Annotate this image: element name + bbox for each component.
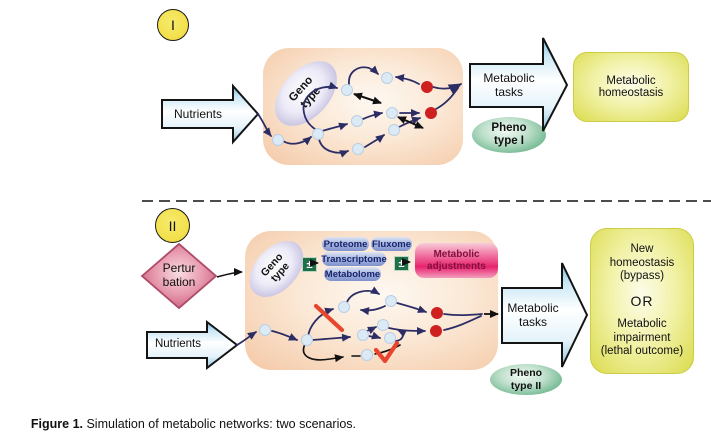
figure-caption-label: Figure 1. (30, 417, 83, 431)
nutrients-label-1: Nutrients (173, 107, 223, 121)
perturbation-label: Pertur bation (162, 261, 196, 290)
outcome-top-text: New homeostasis (bypass) (609, 243, 675, 283)
phenotype-2-ellipse: Pheno type II (490, 364, 562, 395)
nutrients-label-2: Nutrients (154, 338, 202, 350)
metabolic-tasks-label-1: Metabolic tasks (483, 71, 535, 100)
outcome-bottom-text: Metabolic impairment (lethal outcome) (600, 318, 684, 358)
phenotype-1-ellipse: Pheno type I (472, 117, 546, 153)
plus-minus-box-1: ± (302, 257, 317, 272)
figure-caption-text: Simulation of metabolic networks: two sc… (83, 417, 357, 431)
plus-minus-box-2: ± (394, 256, 409, 271)
fluxome-pill: Fluxome (371, 237, 412, 251)
metabolic-homeostasis-box: Metabolic homeostasis (573, 52, 689, 122)
transcriptome-pill: Transcriptome (321, 252, 387, 266)
perturbation-to-genotype-arrow (216, 268, 243, 278)
metabolome-pill: Metabolome (324, 267, 381, 281)
metabolic-tasks-label-2: Metabolic tasks (507, 301, 559, 330)
outcome-or-text: OR (630, 292, 654, 309)
scenario-2-marker: II (155, 208, 190, 243)
figure-caption: Figure 1. Simulation of metabolic networ… (17, 403, 356, 433)
metabolic-adjustments-box: Metabolic adjustments (415, 243, 498, 278)
proteome-pill: Proteome (322, 237, 369, 251)
new-homeostasis-outcome-box: New homeostasis (bypass) OR Metabolic im… (590, 228, 694, 374)
scenario-1-marker: I (157, 9, 189, 41)
